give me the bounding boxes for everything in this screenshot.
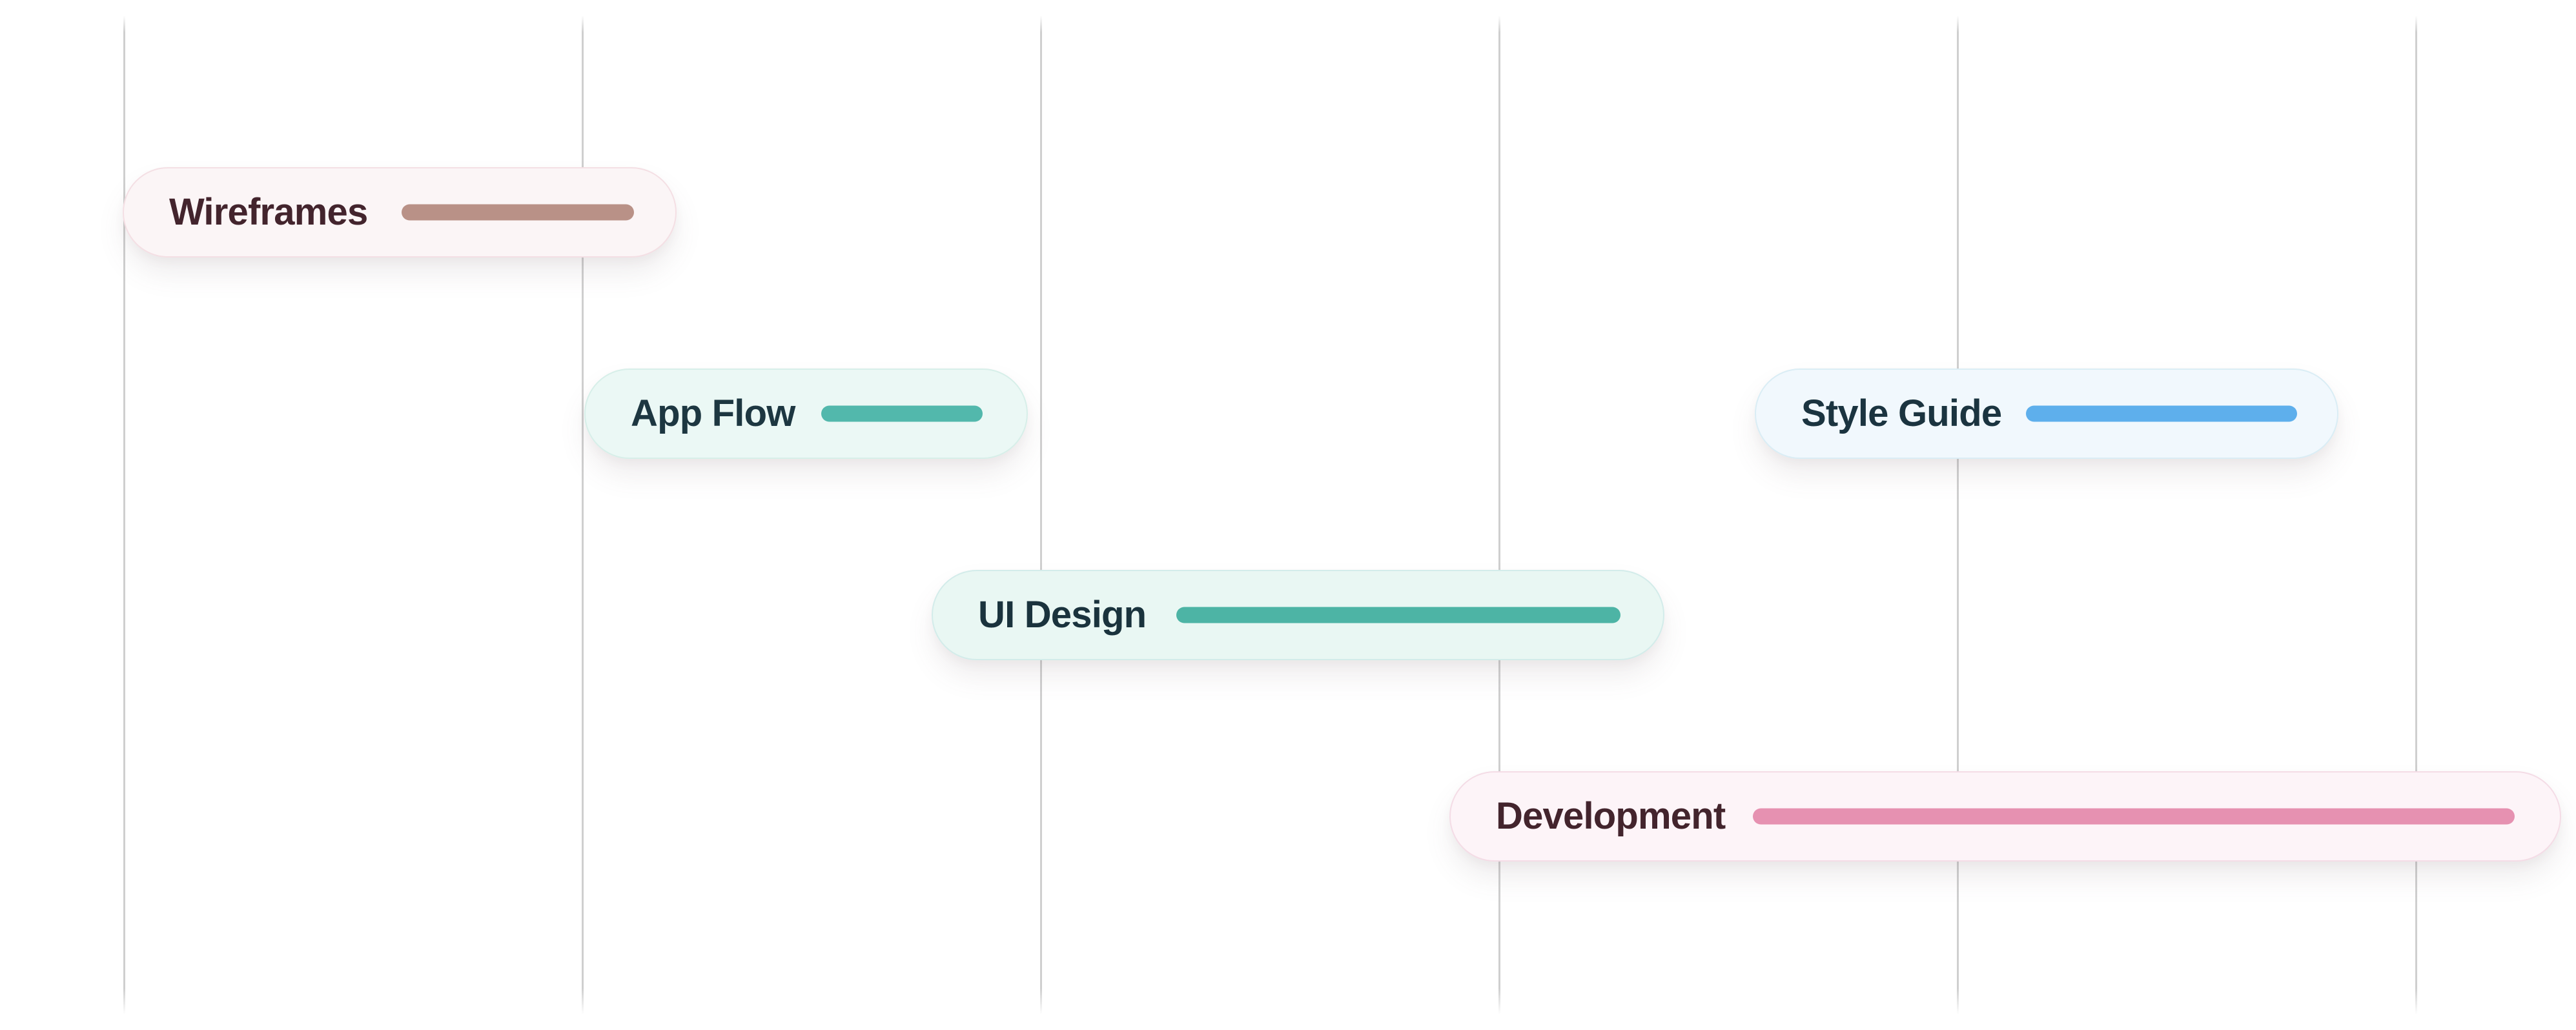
task-label-ui-design: UI Design bbox=[978, 594, 1147, 636]
task-progress-bar-style-guide[interactable] bbox=[2026, 405, 2297, 422]
task-pill-app-flow[interactable]: App Flow bbox=[584, 369, 1028, 459]
task-label-style-guide: Style Guide bbox=[1801, 392, 2002, 434]
task-pill-style-guide[interactable]: Style Guide bbox=[1755, 369, 2338, 459]
task-pill-development[interactable]: Development bbox=[1449, 771, 2561, 862]
timeline-gridline bbox=[1957, 15, 1959, 1015]
timeline-gridline bbox=[2415, 15, 2417, 1015]
task-label-wireframes: Wireframes bbox=[169, 191, 368, 233]
task-progress-bar-development[interactable] bbox=[1753, 808, 2515, 825]
task-progress-bar-app-flow[interactable] bbox=[821, 405, 983, 422]
timeline-gridline bbox=[123, 15, 125, 1015]
task-pill-wireframes[interactable]: Wireframes bbox=[123, 167, 677, 258]
timeline-gridline bbox=[1498, 15, 1500, 1015]
task-label-development: Development bbox=[1496, 795, 1726, 837]
task-label-app-flow: App Flow bbox=[631, 392, 795, 434]
task-progress-bar-wireframes[interactable] bbox=[402, 204, 634, 221]
timeline-gridline bbox=[1040, 15, 1042, 1015]
task-pill-ui-design[interactable]: UI Design bbox=[932, 570, 1664, 660]
timeline-gridline bbox=[582, 15, 584, 1015]
task-progress-bar-ui-design[interactable] bbox=[1176, 607, 1620, 623]
